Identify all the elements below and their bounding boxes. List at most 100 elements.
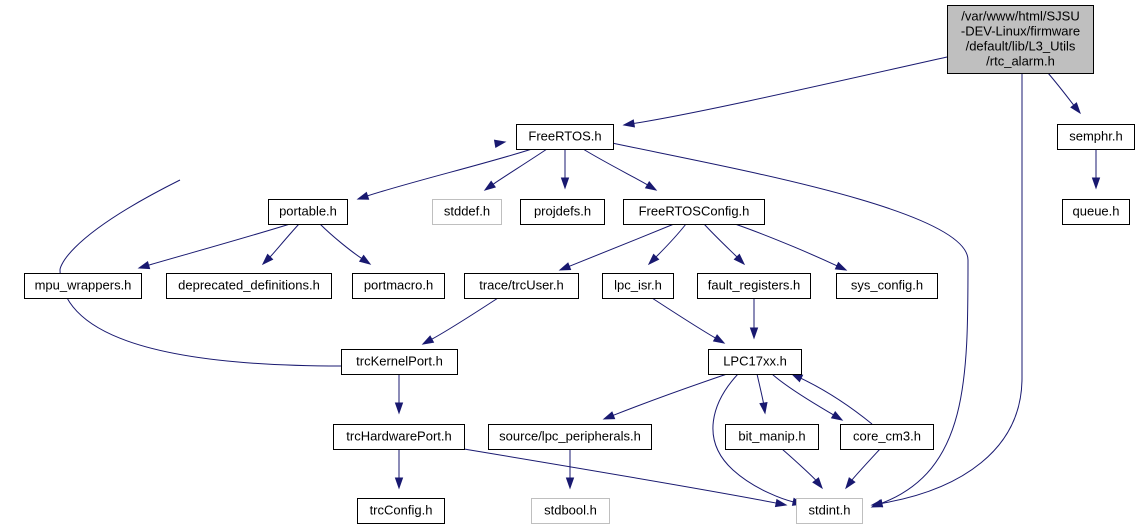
node-box[interactable]	[840, 424, 934, 450]
node-box[interactable]	[357, 498, 445, 524]
edge-arrowhead	[356, 191, 370, 200]
node-portable[interactable]: portable.h	[268, 199, 348, 225]
node-box[interactable]	[602, 273, 674, 299]
edge-arrowhead	[137, 261, 151, 270]
node-label: lpc_isr.h	[614, 278, 662, 293]
node-label: fault_registers.h	[708, 278, 801, 293]
edge-freertos-to-stddef	[483, 148, 548, 191]
node-stddef[interactable]: stddef.h	[432, 199, 502, 225]
edge-line	[651, 297, 716, 339]
edge-arrowhead	[1070, 102, 1081, 115]
edge-arrowhead	[565, 477, 575, 490]
edge-line	[431, 297, 499, 340]
node-box[interactable]	[516, 124, 614, 150]
node-stdbool[interactable]: stdbool.h	[531, 498, 610, 524]
node-label: portable.h	[279, 204, 337, 219]
node-box[interactable]	[432, 199, 502, 225]
edge-arrowhead	[483, 180, 497, 191]
node-trckernel[interactable]: trcKernelPort.h	[341, 349, 458, 375]
edge-arrowhead	[1091, 177, 1101, 190]
edge-arrowhead	[647, 253, 660, 266]
edge-line	[756, 373, 764, 404]
node-box[interactable]	[796, 498, 863, 524]
node-label: stdint.h	[809, 503, 851, 518]
edge-trckernel-to-freertos	[59, 139, 507, 367]
node-box[interactable]	[708, 349, 802, 375]
node-box[interactable]	[333, 424, 465, 450]
edge-line	[633, 56, 948, 124]
edge-arrowhead	[394, 402, 404, 415]
node-semphr[interactable]: semphr.h	[1057, 124, 1135, 150]
node-stdint[interactable]: stdint.h	[796, 498, 863, 524]
node-box[interactable]	[464, 273, 579, 299]
edge-lpc17xx-to-corecm3	[771, 373, 844, 421]
node-bitmanip[interactable]: bit_manip.h	[725, 424, 819, 450]
edge-arrowhead	[812, 477, 823, 490]
node-label: queue.h	[1073, 204, 1120, 219]
edge-arrowhead	[493, 139, 507, 148]
node-root[interactable]: /var/www/html/SJSU-DEV-Linux/firmware/de…	[947, 5, 1094, 74]
edge-freertosconfig-to-faultreg	[703, 223, 746, 266]
node-box[interactable]	[488, 424, 652, 450]
node-faultreg[interactable]: fault_registers.h	[697, 273, 811, 299]
edge-portable-to-mpu	[137, 223, 291, 270]
edge-arrowhead	[870, 499, 884, 508]
node-corecm3[interactable]: core_cm3.h	[840, 424, 934, 450]
node-label: stdbool.h	[544, 503, 597, 518]
edge-root-to-freertos	[622, 56, 948, 128]
node-projdefs[interactable]: projdefs.h	[520, 199, 605, 225]
node-mpu[interactable]: mpu_wrappers.h	[24, 273, 142, 299]
edge-arrowhead	[845, 477, 856, 490]
edge-line	[59, 179, 342, 367]
edge-line	[611, 142, 969, 504]
edge-lpcisr-to-lpc17xx	[651, 297, 726, 344]
node-box[interactable]	[1057, 124, 1135, 150]
edge-line	[800, 377, 873, 425]
edge-line	[655, 223, 687, 258]
node-box[interactable]	[697, 273, 811, 299]
edge-line	[881, 73, 1023, 504]
node-box[interactable]	[623, 199, 765, 225]
node-trcuser[interactable]: trace/trcUser.h	[464, 273, 579, 299]
edge-line	[463, 448, 777, 504]
node-lpcisr[interactable]: lpc_isr.h	[602, 273, 674, 299]
node-deprecated[interactable]: deprecated_definitions.h	[166, 273, 332, 299]
node-label: trcHardwarePort.h	[346, 429, 451, 444]
node-box[interactable]	[947, 5, 1094, 74]
node-label: portmacro.h	[364, 278, 433, 293]
node-box[interactable]	[520, 199, 605, 225]
node-sysconfig[interactable]: sys_config.h	[836, 273, 938, 299]
edge-arrowhead	[774, 498, 788, 508]
edge-arrowhead	[644, 180, 658, 191]
node-label: deprecated_definitions.h	[178, 278, 320, 293]
node-freertos[interactable]: FreeRTOS.h	[516, 124, 614, 150]
node-queue[interactable]: queue.h	[1062, 199, 1130, 225]
edge-trcuser-to-trckernel	[421, 297, 499, 345]
node-trchw[interactable]: trcHardwarePort.h	[333, 424, 465, 450]
edge-trchw-to-trcconfig	[394, 448, 404, 490]
node-box[interactable]	[725, 424, 819, 450]
edge-freertosconfig-to-lpcisr	[647, 223, 687, 266]
node-box[interactable]	[268, 199, 348, 225]
node-freertosconfig[interactable]: FreeRTOSConfig.h	[623, 199, 765, 225]
node-label: FreeRTOS.h	[528, 129, 601, 144]
node-box[interactable]	[24, 273, 142, 299]
edge-arrowhead	[622, 119, 636, 128]
node-lpcperiph[interactable]: source/lpc_peripherals.h	[488, 424, 652, 450]
edge-trchw-to-stdint	[463, 448, 788, 508]
edge-arrowhead	[602, 411, 616, 420]
edge-portable-to-portmacro	[319, 223, 372, 265]
node-box[interactable]	[836, 273, 938, 299]
edge-line	[1047, 72, 1075, 106]
node-trcconfig[interactable]: trcConfig.h	[357, 498, 445, 524]
edge-corecm3-to-stdint	[845, 448, 881, 490]
node-box[interactable]	[352, 273, 445, 299]
node-portmacro[interactable]: portmacro.h	[352, 273, 445, 299]
node-box[interactable]	[341, 349, 458, 375]
edge-lpc17xx-to-lpcperiph	[602, 373, 728, 420]
node-lpc17xx[interactable]: LPC17xx.h	[708, 349, 802, 375]
node-box[interactable]	[531, 498, 610, 524]
node-box[interactable]	[166, 273, 332, 299]
node-box[interactable]	[1062, 199, 1130, 225]
node-label: trcKernelPort.h	[356, 354, 443, 369]
